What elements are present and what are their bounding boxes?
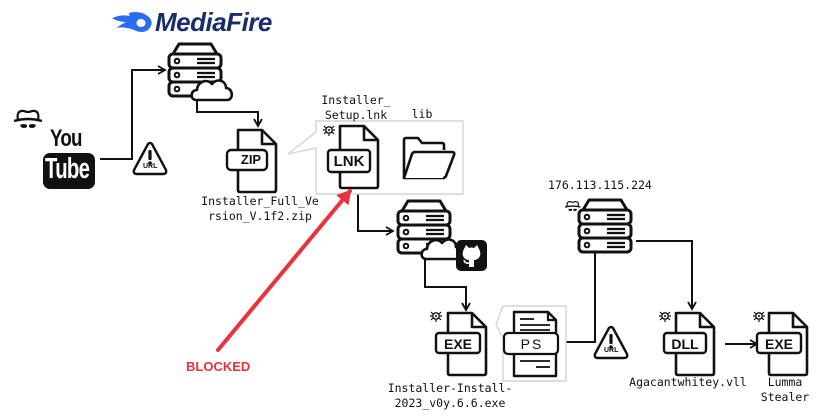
- final-exe-name: Lumma Stealer: [755, 375, 815, 405]
- edge-github-exe: [424, 259, 471, 312]
- lumma-exe-file-icon: [755, 311, 809, 377]
- lnk-badge: LNK: [333, 153, 365, 170]
- c2-server-ip: 176.113.115.224: [548, 178, 652, 192]
- dll-file-name: Agacantwhitey.vll: [629, 375, 747, 389]
- lnk-file-name: Installer_ Setup.lnk: [316, 93, 396, 123]
- final-exe-badge: EXE: [764, 336, 793, 352]
- url-badge-text: URL: [143, 163, 158, 170]
- exe-badge: EXE: [443, 336, 472, 352]
- youtube-logo: You Tube: [41, 125, 97, 191]
- ps-badge: PS: [520, 336, 544, 352]
- blocked-arrow: [216, 189, 352, 352]
- exe-file-icon: [434, 311, 488, 377]
- zip-file-icon: [225, 128, 278, 194]
- zip-file-name-line2: rsion_V.1f2.zip: [208, 209, 312, 223]
- powershell-script-icon: [502, 310, 560, 378]
- edge-c2-dll: [636, 240, 697, 311]
- final-exe-name-line1: Lumma: [767, 375, 803, 389]
- lnk-file-name-line2: Setup.lnk: [324, 108, 388, 122]
- biohazard-icon: [429, 311, 443, 323]
- biohazard-icon: [658, 311, 672, 323]
- biohazard-icon: [752, 311, 766, 323]
- lib-folder-name: lib: [411, 107, 433, 121]
- edge-youtube-mediafire: [100, 65, 167, 160]
- github-icon: [456, 240, 487, 271]
- youtube-logo-top: You: [50, 125, 82, 152]
- folder-icon: [402, 136, 456, 180]
- exe-file-name-line2: 2023_v0y.6.6.exe: [394, 396, 506, 410]
- hacker-spy-icon: [12, 109, 44, 130]
- hacker-spy-icon: [564, 200, 582, 212]
- lnk-file-icon: [326, 124, 380, 190]
- edge-mediafire-zip: [196, 97, 263, 128]
- dll-badge: DLL: [671, 336, 699, 352]
- youtube-logo-box: [43, 153, 95, 189]
- final-exe-name-line2: Stealer: [760, 390, 810, 404]
- zip-file-name: Installer_Full_Ve rsion_V.1f2.zip: [190, 194, 330, 224]
- exe-file-name-line1: Installer-Install-: [387, 381, 513, 395]
- zip-badge: ZIP: [240, 152, 262, 167]
- blocked-annotation: BLOCKED: [186, 359, 251, 374]
- lnk-file-name-line1: Installer_: [321, 93, 391, 107]
- edge-ps-c2: [563, 249, 596, 343]
- zip-file-name-line1: Installer_Full_Ve: [201, 194, 319, 208]
- edges: [100, 65, 759, 349]
- mediafire-flame-icon: [112, 12, 152, 32]
- c2-server-icon: [577, 198, 633, 254]
- dll-file-icon: [662, 311, 716, 377]
- exe-file-name: Installer-Install- 2023_v0y.6.6.exe: [380, 381, 520, 411]
- edge-lnk-github: [357, 190, 395, 236]
- url-badge-text: URL: [604, 347, 619, 354]
- youtube-logo-bottom: Tube: [45, 153, 90, 185]
- mediafire-brand: MediaFire: [155, 7, 272, 37]
